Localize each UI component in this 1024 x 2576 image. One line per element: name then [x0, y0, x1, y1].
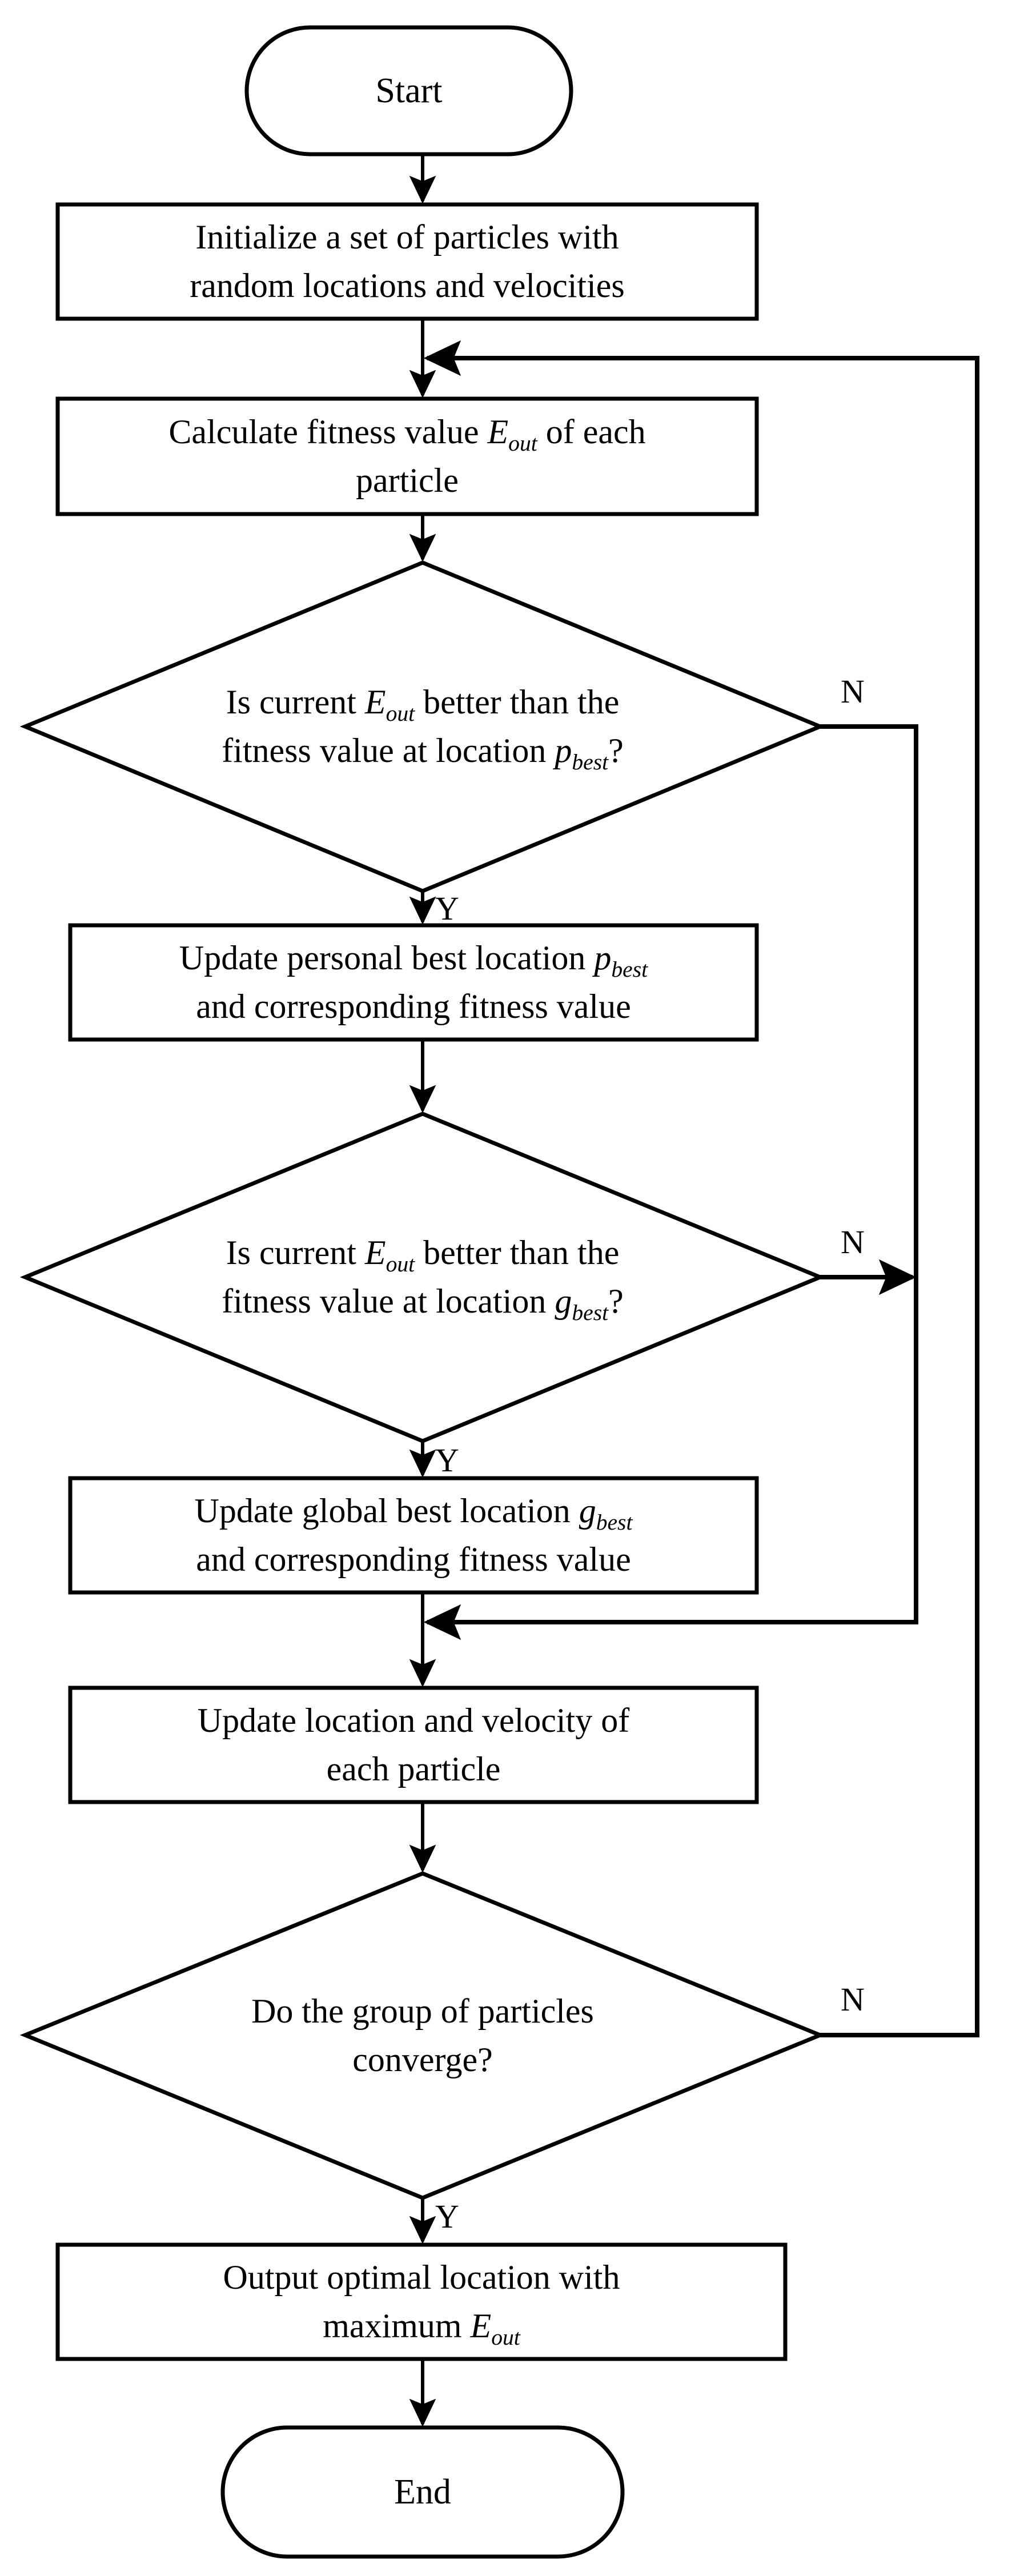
branch-label-converge-yes: Y: [435, 2198, 459, 2235]
branch-label-converge-no: N: [841, 1981, 865, 2018]
branch-label-gbest-yes: Y: [435, 1442, 459, 1479]
branch-label-pbest-no: N: [841, 673, 865, 710]
update-pbest-shape: [68, 923, 759, 1042]
end-shape: [220, 2425, 625, 2559]
edge-decision-pbest-no: [423, 724, 918, 1640]
output-shape: [55, 2242, 788, 2361]
edge-decision-converge-no: [423, 340, 979, 2037]
decision-gbest-shape: [19, 1112, 826, 1443]
start-shape: [244, 25, 573, 157]
update-gbest-shape: [68, 1476, 759, 1595]
decision-converge-shape: [19, 1871, 826, 2200]
calculate-shape: [55, 396, 759, 516]
branch-label-gbest-no: N: [841, 1223, 865, 1261]
branch-label-pbest-yes: Y: [435, 890, 459, 927]
decision-pbest-shape: [19, 560, 826, 893]
initialize-shape: [55, 202, 759, 321]
update-motion-shape: [68, 1686, 759, 1804]
